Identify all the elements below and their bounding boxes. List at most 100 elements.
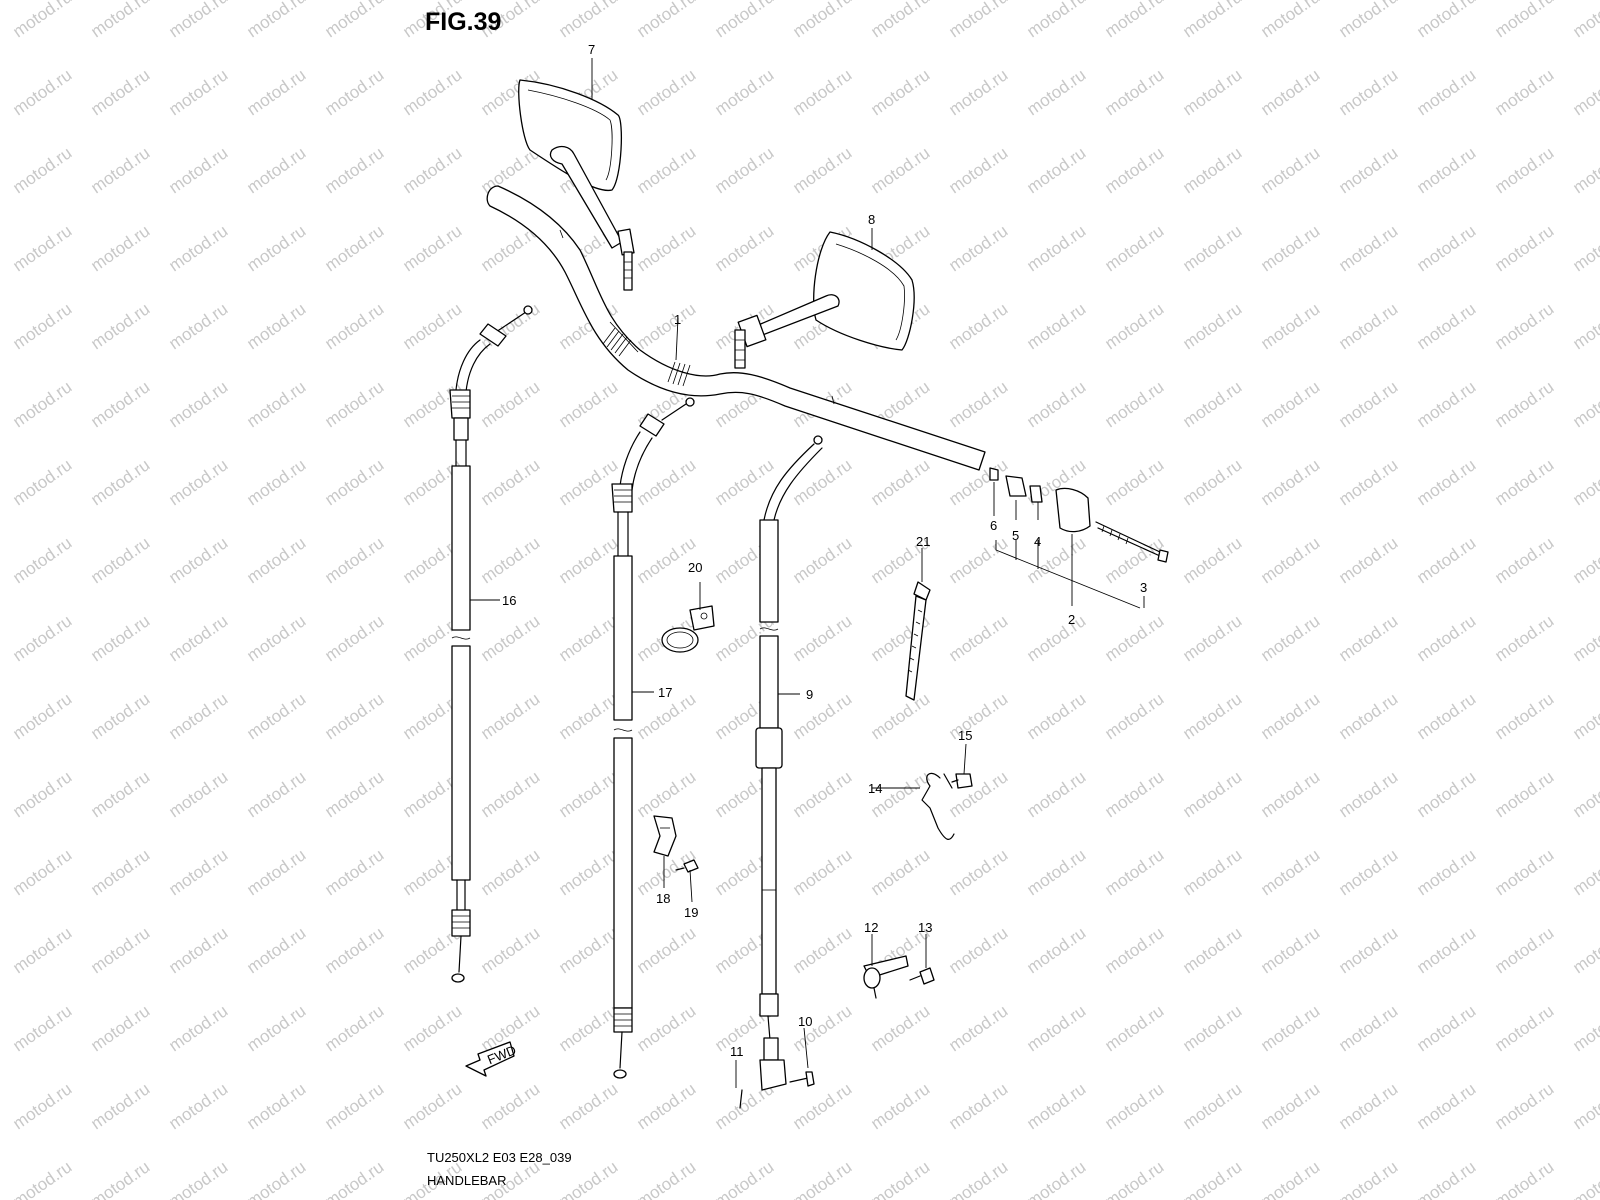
watermark-text: motod.ru: [165, 611, 231, 665]
watermark-text: motod.ru: [243, 65, 309, 119]
watermark-text: motod.ru: [633, 143, 699, 197]
callout-7: 7: [588, 42, 595, 57]
watermark-text: motod.ru: [1491, 455, 1557, 509]
watermark-text: motod.ru: [165, 533, 231, 587]
watermark-text: motod.ru: [477, 767, 543, 821]
watermark-text: motod.ru: [165, 65, 231, 119]
watermark-text: motod.ru: [321, 767, 387, 821]
watermark-text: motod.ru: [789, 455, 855, 509]
watermark-text: motod.ru: [1257, 0, 1323, 41]
callout-2: 2: [1068, 612, 1075, 627]
watermark-text: motod.ru: [399, 1001, 465, 1055]
watermark-text: motod.ru: [1179, 221, 1245, 275]
watermark-text: motod.ru: [789, 767, 855, 821]
watermark-text: motod.ru: [87, 221, 153, 275]
watermark-text: motod.ru: [321, 221, 387, 275]
watermark-text: motod.ru: [321, 1001, 387, 1055]
watermark-text: motod.ru: [9, 1079, 75, 1133]
watermark-text: motod.ru: [87, 0, 153, 41]
watermark-text: motod.ru: [1335, 299, 1401, 353]
watermark-text: motod.ru: [1023, 689, 1089, 743]
watermark-text: motod.ru: [633, 299, 699, 353]
callout-1: 1: [674, 312, 681, 327]
watermark-text: motod.ru: [789, 689, 855, 743]
watermark-text: motod.ru: [1101, 689, 1167, 743]
mirror-left: [518, 79, 635, 291]
part-3-bolt-head: [1157, 549, 1169, 563]
watermark-text: motod.ru: [1569, 1157, 1600, 1200]
watermark-text: motod.ru: [1335, 65, 1401, 119]
watermark-text: motod.ru: [321, 65, 387, 119]
watermark-text: motod.ru: [1335, 221, 1401, 275]
watermark-text: motod.ru: [1023, 221, 1089, 275]
watermark-text: motod.ru: [555, 1001, 621, 1055]
part-2-end-weight: [1055, 487, 1091, 533]
watermark-text: motod.ru: [789, 143, 855, 197]
watermark-text: motod.ru: [1569, 923, 1600, 977]
watermark-text: motod.ru: [1257, 533, 1323, 587]
callout-17: 17: [658, 685, 672, 700]
watermark-text: motod.ru: [1101, 221, 1167, 275]
watermark-text: motod.ru: [477, 689, 543, 743]
watermark-text: motod.ru: [1335, 1079, 1401, 1133]
watermark-text: motod.ru: [1335, 923, 1401, 977]
watermark-text: motod.ru: [1023, 0, 1089, 41]
watermark-text: motod.ru: [243, 767, 309, 821]
handlebar-knurl-right: [667, 361, 691, 387]
watermark-text: motod.ru: [87, 299, 153, 353]
watermark-text: motod.ru: [1413, 1157, 1479, 1200]
watermark-text: motod.ru: [1257, 689, 1323, 743]
watermark-text: motod.ru: [477, 455, 543, 509]
callout-21: 21: [916, 534, 930, 549]
watermark-text: motod.ru: [1179, 1079, 1245, 1133]
watermark-text: motod.ru: [1491, 767, 1557, 821]
watermark-text: motod.ru: [633, 1079, 699, 1133]
watermark-text: motod.ru: [321, 1079, 387, 1133]
watermark-text: motod.ru: [1569, 767, 1600, 821]
watermark-text: motod.ru: [1491, 65, 1557, 119]
watermark-text: motod.ru: [1257, 1001, 1323, 1055]
callout-11: 11: [730, 1044, 744, 1059]
watermark-text: motod.ru: [1101, 533, 1167, 587]
watermark-text: motod.ru: [1491, 221, 1557, 275]
watermark-text: motod.ru: [399, 143, 465, 197]
watermark-text: motod.ru: [9, 455, 75, 509]
watermark-text: motod.ru: [789, 533, 855, 587]
watermark-text: motod.ru: [1413, 299, 1479, 353]
watermark-text: motod.ru: [1023, 923, 1089, 977]
watermark-text: motod.ru: [1023, 377, 1089, 431]
watermark-text: motod.ru: [1179, 0, 1245, 41]
watermark-text: motod.ru: [165, 923, 231, 977]
watermark-text: motod.ru: [243, 923, 309, 977]
watermark-text: motod.ru: [555, 611, 621, 665]
watermark-text: motod.ru: [1023, 767, 1089, 821]
watermark-text: motod.ru: [1101, 65, 1167, 119]
watermark-text: motod.ru: [1179, 299, 1245, 353]
watermark-text: motod.ru: [945, 533, 1011, 587]
watermark-text: motod.ru: [1569, 455, 1600, 509]
watermark-text: motod.ru: [1413, 65, 1479, 119]
watermark-text: motod.ru: [789, 845, 855, 899]
watermark-text: motod.ru: [9, 845, 75, 899]
watermark-text: motod.ru: [1335, 845, 1401, 899]
watermark-text: motod.ru: [1257, 1079, 1323, 1133]
watermark-text: motod.ru: [1491, 143, 1557, 197]
watermark-text: motod.ru: [1179, 65, 1245, 119]
watermark-text: motod.ru: [1491, 1157, 1557, 1200]
watermark-text: motod.ru: [399, 65, 465, 119]
watermark-text: motod.ru: [555, 377, 621, 431]
watermark-text: motod.ru: [1413, 377, 1479, 431]
diagram-code: TU250XL2 E03 E28_039: [427, 1150, 572, 1165]
watermark-text: motod.ru: [165, 1001, 231, 1055]
bracket-18: [653, 815, 677, 857]
watermark-text: motod.ru: [945, 377, 1011, 431]
watermark-text: motod.ru: [87, 533, 153, 587]
watermark-text: motod.ru: [321, 845, 387, 899]
callout-5: 5: [1012, 528, 1019, 543]
watermark-text: motod.ru: [1023, 143, 1089, 197]
watermark-text: motod.ru: [87, 767, 153, 821]
watermark-text: motod.ru: [789, 1079, 855, 1133]
watermark-text: motod.ru: [867, 1001, 933, 1055]
callout-4: 4: [1034, 534, 1041, 549]
